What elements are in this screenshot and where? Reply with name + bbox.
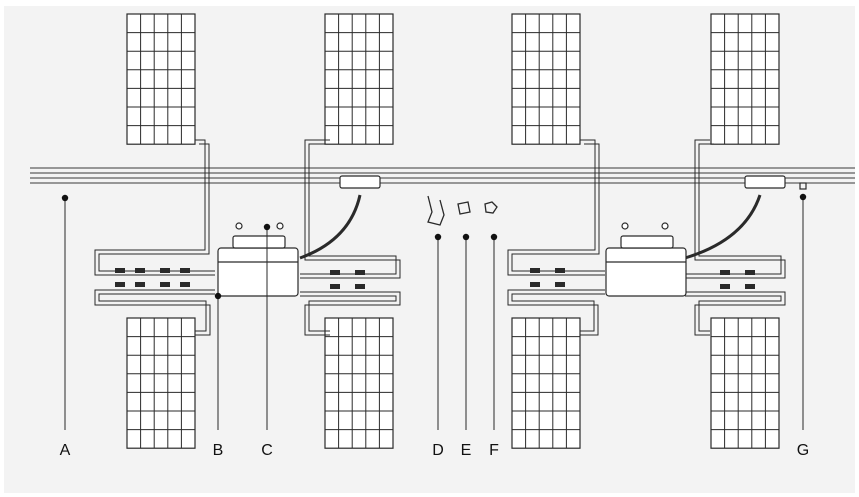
- callout-letter: F: [489, 442, 499, 459]
- callout-letter: E: [461, 442, 472, 459]
- lock-nut: [484, 201, 498, 214]
- callout-dot: [214, 292, 222, 300]
- callout-letter: G: [797, 442, 809, 459]
- solar-panel: [126, 317, 196, 449]
- callout-dot: [263, 223, 271, 231]
- callout-dot: [799, 193, 807, 201]
- solar-panel: [511, 13, 581, 145]
- solar-panel: [511, 317, 581, 449]
- solar-panel: [324, 317, 394, 449]
- mounting-rail: [30, 167, 855, 184]
- callout-f: F: [489, 233, 499, 459]
- cable-connectors: [115, 268, 755, 289]
- solar-panel: [324, 13, 394, 145]
- solar-panel: [126, 13, 196, 145]
- callout-letter: C: [261, 442, 273, 459]
- solar-panels: [126, 13, 780, 449]
- callout-c: C: [261, 223, 273, 459]
- wrench-tool: [427, 195, 445, 226]
- callout-letter: A: [60, 442, 71, 459]
- microinverter-right: [605, 222, 687, 297]
- microinverter-left: [217, 222, 299, 297]
- grounding-clip: [799, 182, 807, 190]
- callout-dot: [490, 233, 498, 241]
- callout-e: E: [461, 233, 472, 459]
- callout-letter: B: [213, 442, 224, 459]
- solar-panel: [710, 317, 780, 449]
- end-cap: [457, 201, 471, 215]
- callout-letter: D: [432, 442, 444, 459]
- rail-mount-clamps: [339, 175, 786, 189]
- callout-d: D: [432, 233, 444, 459]
- solar-panel: [710, 13, 780, 145]
- callout-dot: [462, 233, 470, 241]
- callout-dot: [61, 194, 69, 202]
- callout-a: A: [60, 194, 71, 459]
- callout-b: B: [213, 292, 224, 459]
- callout-dot: [434, 233, 442, 241]
- callout-g: G: [797, 193, 809, 459]
